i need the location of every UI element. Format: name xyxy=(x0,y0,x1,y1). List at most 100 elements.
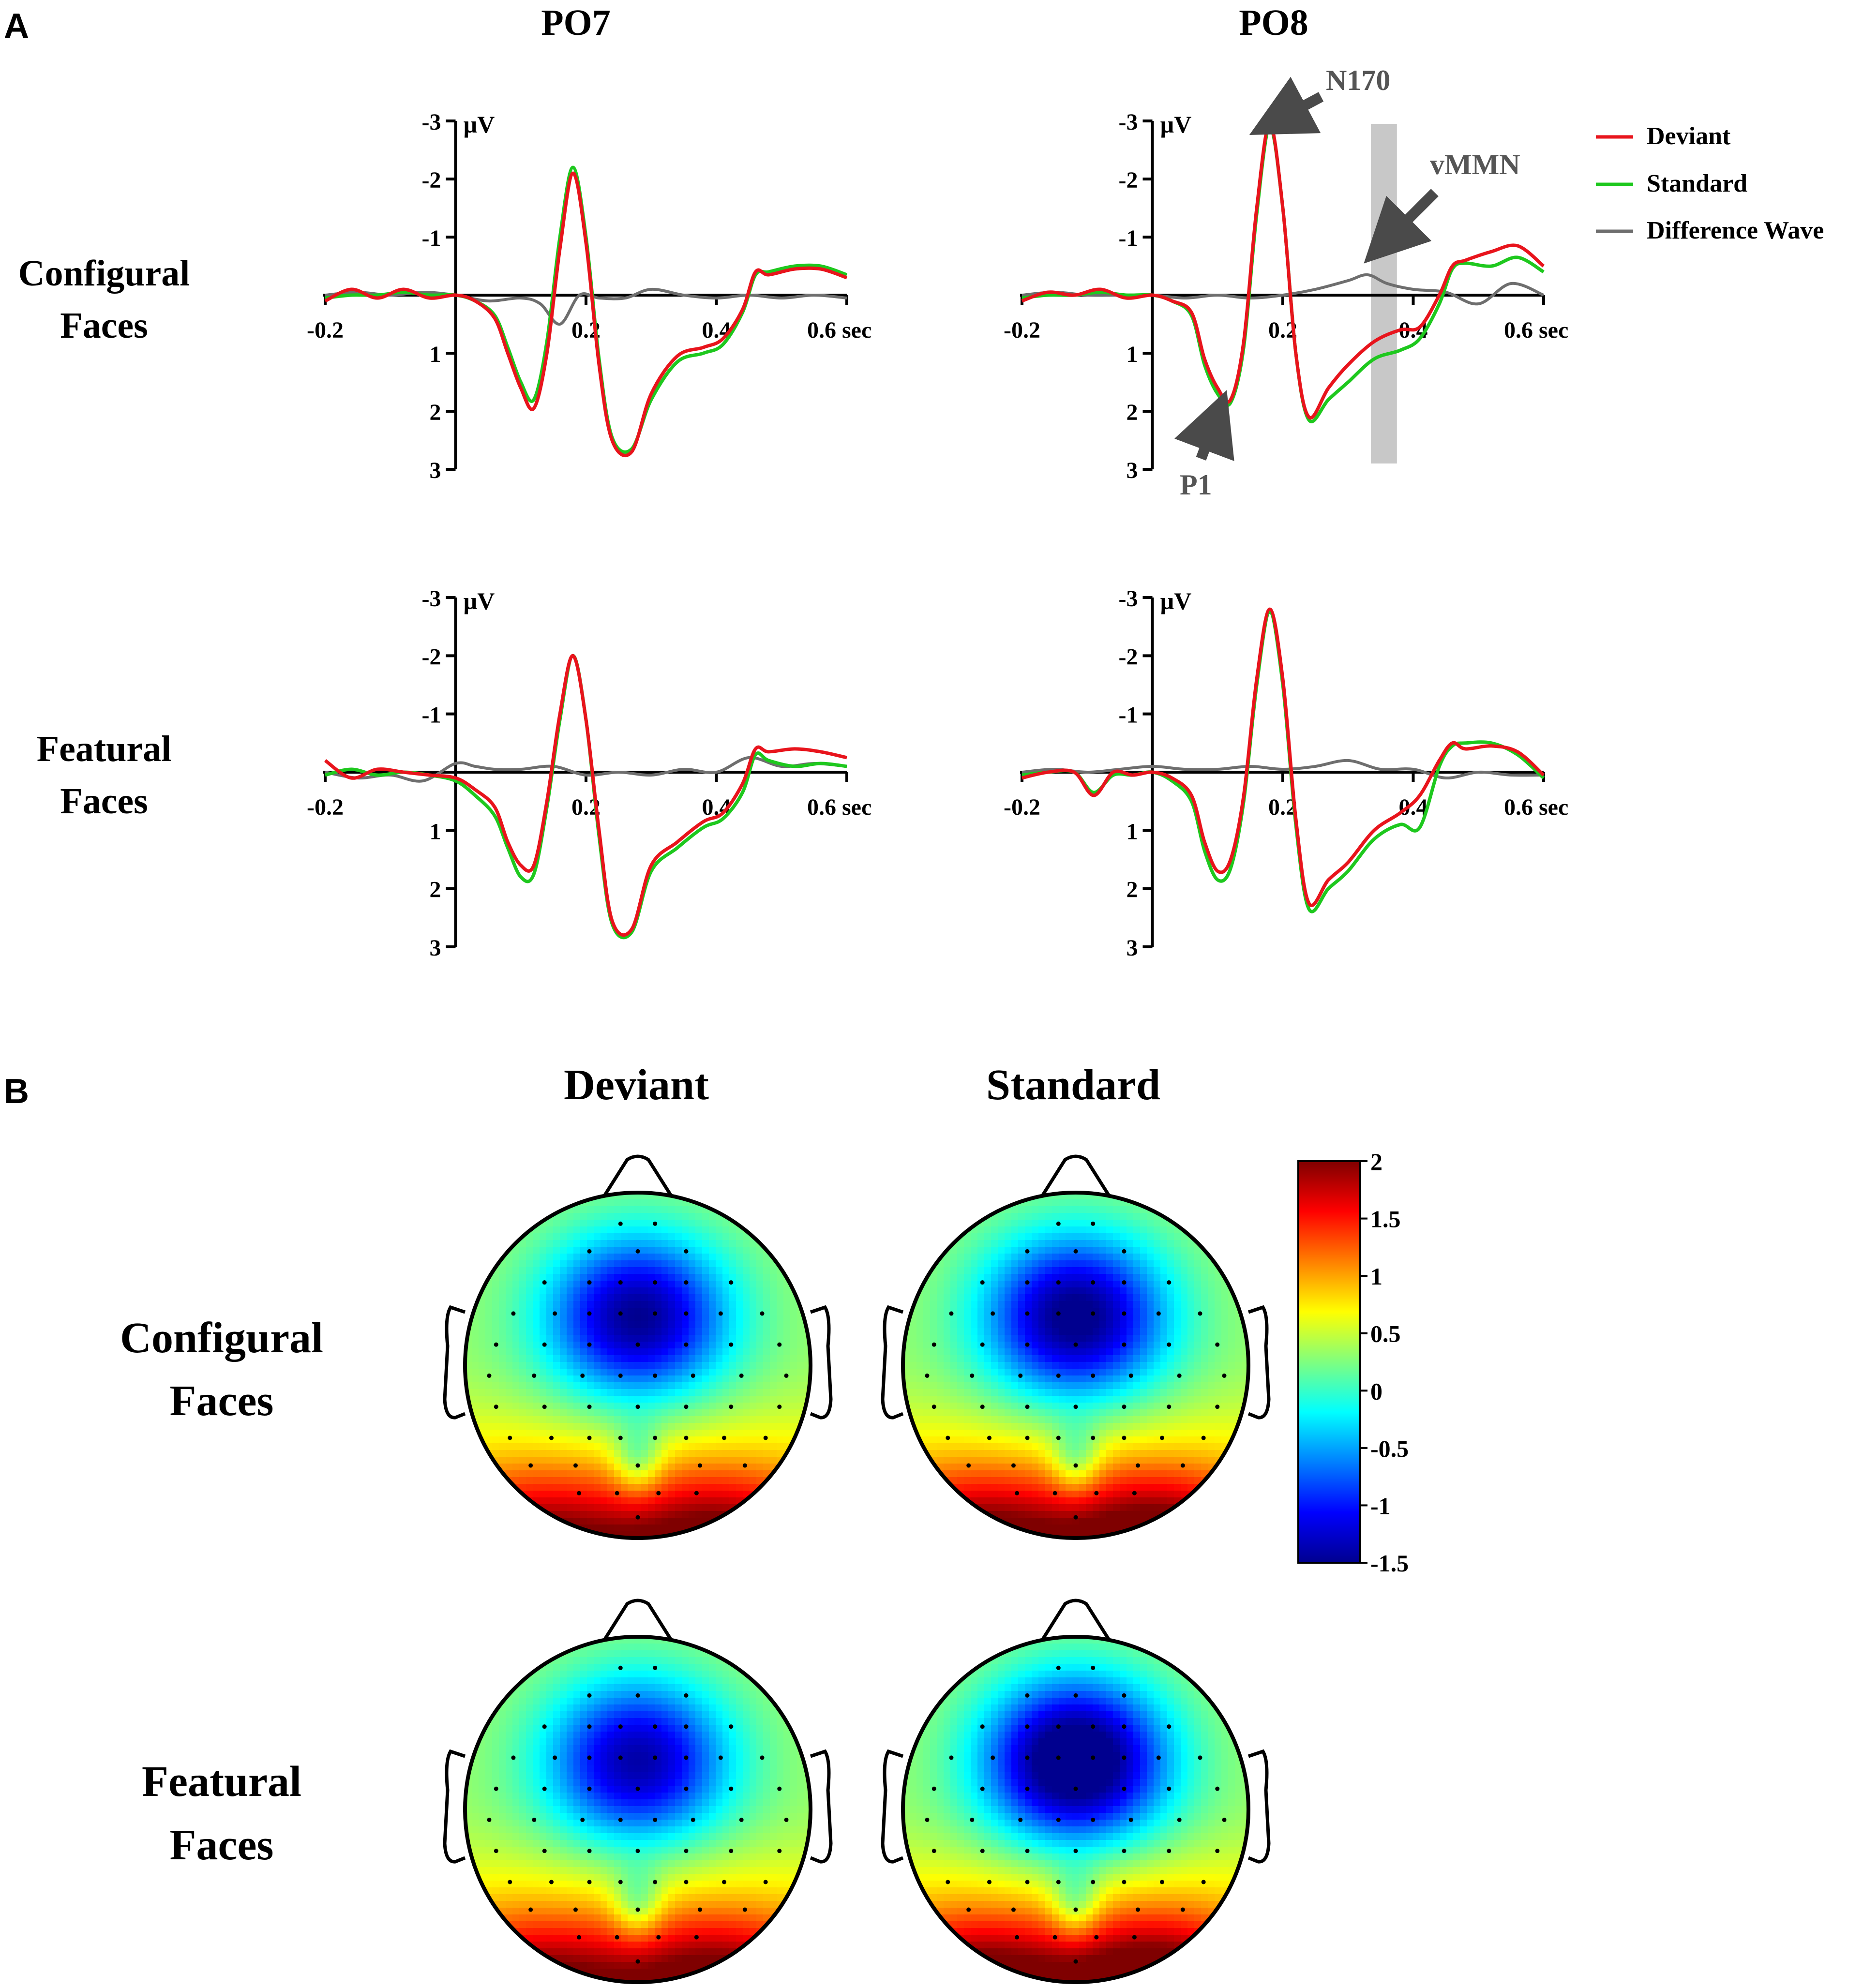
electrode-dot xyxy=(653,1311,657,1315)
electrode-dot xyxy=(1215,1849,1219,1853)
electrode-dot xyxy=(587,1435,592,1440)
topomap-configural-deviant xyxy=(445,1156,831,1539)
head-nose xyxy=(1042,1156,1110,1196)
electrode-dot xyxy=(1129,1818,1133,1822)
electrode-dot xyxy=(1074,1849,1078,1853)
y-tick-label: -3 xyxy=(1119,109,1138,135)
electrode-dot xyxy=(1025,1249,1030,1254)
panel-b-letter: B xyxy=(4,1072,29,1111)
electrode-dot xyxy=(508,1435,512,1440)
y-tick-label: 3 xyxy=(1127,935,1138,961)
electrode-dot xyxy=(1122,1405,1126,1409)
p1-label: P1 xyxy=(1180,469,1212,501)
electrode-dot xyxy=(542,1724,547,1729)
electrode-dot xyxy=(636,1405,640,1409)
electrode-dot xyxy=(487,1818,491,1822)
electrode-dot xyxy=(684,1693,688,1698)
y-axis-unit-label: µV xyxy=(1160,111,1192,138)
y-tick-label: 1 xyxy=(1127,819,1138,844)
electrode-dot xyxy=(636,1849,640,1853)
y-tick-label: 1 xyxy=(430,819,441,844)
colorbar-tick-label: 2 xyxy=(1370,1148,1382,1175)
electrode-dot xyxy=(542,1849,547,1853)
electrode-dot xyxy=(618,1880,623,1884)
electrode-dot xyxy=(1157,1755,1161,1760)
electrode-dot xyxy=(653,1666,657,1670)
head-ear-right xyxy=(811,1751,831,1862)
electrode-dot xyxy=(528,1908,533,1912)
electrode-dot xyxy=(553,1755,557,1760)
x-tick-label: -0.2 xyxy=(1004,794,1040,820)
electrode-dot xyxy=(1018,1374,1022,1378)
electrode-dot xyxy=(694,1935,699,1940)
electrode-dot xyxy=(636,1959,640,1964)
y-tick-label: 1 xyxy=(1127,342,1138,367)
electrode-dot xyxy=(691,1374,695,1378)
vmmn-label: vMMN xyxy=(1430,149,1520,180)
electrode-dot xyxy=(684,1280,688,1285)
electrode-dot xyxy=(653,1755,657,1760)
electrode-dot xyxy=(542,1405,547,1409)
electrode-dot xyxy=(987,1435,992,1440)
electrode-dot xyxy=(653,1374,657,1378)
electrode-dot xyxy=(719,1311,723,1315)
electrode-dot xyxy=(1091,1280,1095,1285)
electrode-dot xyxy=(1167,1280,1171,1285)
colorbar-tick-label: 1.5 xyxy=(1370,1206,1401,1233)
electrode-dot xyxy=(925,1818,929,1822)
electrode-dot xyxy=(946,1880,950,1884)
electrode-dot xyxy=(739,1374,744,1378)
electrode-dot xyxy=(1015,1491,1019,1495)
electrode-dot xyxy=(580,1818,585,1822)
column-title-po7: PO7 xyxy=(541,2,611,43)
electrode-dot xyxy=(1094,1491,1098,1495)
colorbar-gradient xyxy=(1298,1161,1360,1563)
panel-a-letter: A xyxy=(4,7,29,45)
electrode-dot xyxy=(1136,1908,1140,1912)
electrode-dot xyxy=(1129,1374,1133,1378)
electrode-dot xyxy=(1025,1280,1030,1285)
electrode-dot xyxy=(698,1908,702,1912)
electrode-dot xyxy=(1167,1849,1171,1853)
electrode-dot xyxy=(932,1405,936,1409)
electrode-dot xyxy=(587,1880,592,1884)
electrode-dot xyxy=(777,1343,781,1347)
electrode-dot xyxy=(1074,1787,1078,1791)
head-nose xyxy=(604,1156,672,1196)
y-tick-label: 2 xyxy=(430,877,441,903)
electrode-dot xyxy=(1074,1464,1078,1468)
electrode-dot xyxy=(1222,1818,1227,1822)
electrode-dot xyxy=(587,1693,592,1698)
y-tick-label: -3 xyxy=(1119,586,1138,612)
electrode-dot xyxy=(684,1755,688,1760)
head-ear-right xyxy=(811,1307,831,1418)
colorbar-tick-label: -1 xyxy=(1370,1492,1391,1519)
electrode-dot xyxy=(729,1343,733,1347)
colorbar-tick-label: -0.5 xyxy=(1370,1435,1409,1462)
series-line-standard xyxy=(325,167,847,452)
head-ear-right xyxy=(1248,1751,1269,1862)
electrode-dot xyxy=(636,1343,640,1347)
electrode-dot xyxy=(1091,1818,1095,1822)
electrode-dot xyxy=(1011,1908,1016,1912)
row-label-a-featural-1: Featural xyxy=(37,729,172,769)
electrode-dot xyxy=(784,1374,789,1378)
electrode-dot xyxy=(1074,1959,1078,1964)
electrode-dot xyxy=(653,1818,657,1822)
row-label-a-configural-1: Configural xyxy=(18,253,190,294)
electrode-dot xyxy=(719,1755,723,1760)
electrode-dot xyxy=(1091,1435,1095,1440)
electrode-dot xyxy=(949,1755,953,1760)
topomap-featural-standard xyxy=(883,1600,1269,1983)
electrode-dot xyxy=(1122,1849,1126,1853)
electrode-dot xyxy=(1074,1249,1078,1254)
x-tick-label: -0.2 xyxy=(1004,317,1040,343)
electrode-dot xyxy=(1056,1222,1061,1226)
x-tick-label: 0.6 sec xyxy=(1504,317,1568,343)
electrode-dot xyxy=(653,1280,657,1285)
n170-arrow xyxy=(1277,97,1321,120)
x-tick-label: -0.2 xyxy=(307,317,344,343)
p1-arrow xyxy=(1201,420,1216,459)
electrode-dot xyxy=(1091,1666,1095,1670)
